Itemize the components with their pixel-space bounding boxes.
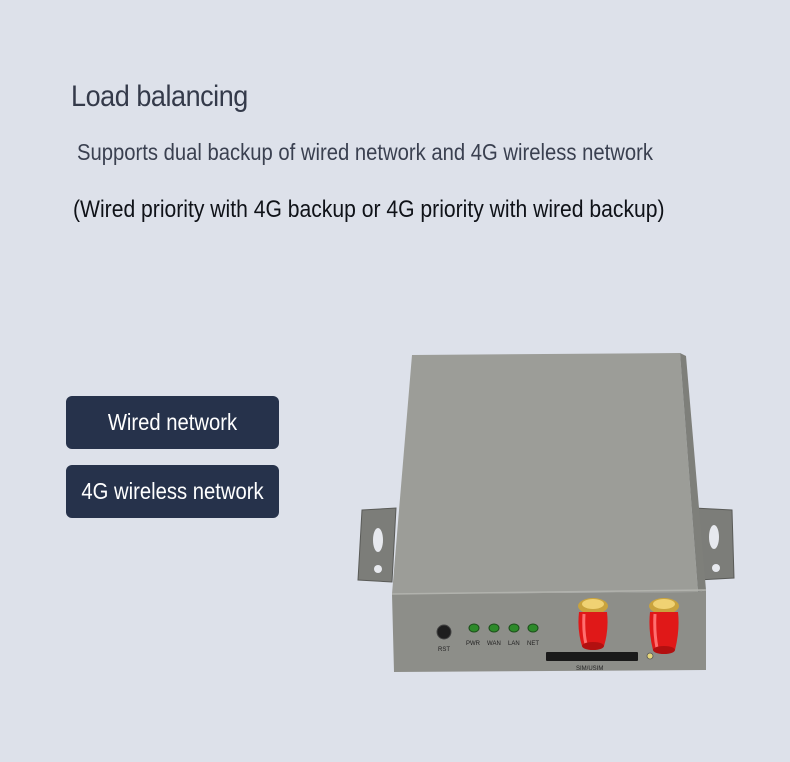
backup-note: (Wired priority with 4G backup or 4G pri… [73,196,665,223]
led-wan [488,623,500,633]
right-mounting-bracket [693,507,735,581]
left-mounting-bracket [357,507,397,583]
led-lan [508,623,520,633]
subtitle: Supports dual backup of wired network an… [77,139,654,165]
sim-slot [546,652,638,661]
led-label-net: NET [527,641,539,647]
antenna-connector-left [578,598,608,650]
wired-network-label: Wired network [107,409,238,435]
led-net [527,623,539,633]
antenna-connector-right [649,598,679,654]
led-label-pwr: PWR [466,641,481,647]
4g-wireless-network-label: 4G wireless network [81,478,264,504]
indicator-hole [646,652,654,660]
4g-wireless-network-badge: 4G wireless network [66,465,279,518]
page-title: Load balancing [71,80,248,113]
device-front [392,590,706,672]
led-pwr [468,623,480,633]
led-label-wan: WAN [487,641,501,647]
rst-label: RST [438,647,450,653]
reset-button [436,624,452,640]
router-device-image: RST PWR WAN LAN NET SIM/USIM [357,353,735,672]
device-top [392,353,698,594]
sim-label: SIM/USIM [576,666,603,672]
status-leds: PWR WAN LAN NET [466,623,539,647]
led-label-lan: LAN [508,641,520,647]
device-side [680,353,706,592]
wired-network-badge: Wired network [66,396,279,449]
